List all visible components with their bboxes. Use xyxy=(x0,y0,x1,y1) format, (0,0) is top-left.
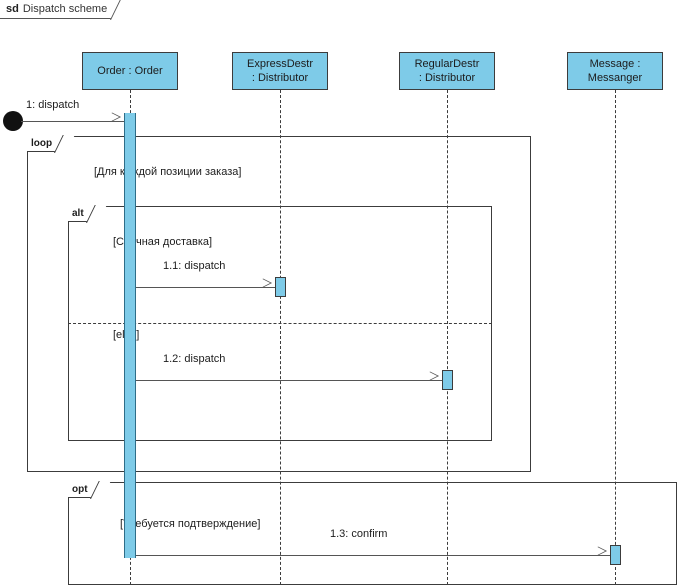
message-1-3-label: 1.3: confirm xyxy=(330,528,388,540)
activation-bar-regulardestr xyxy=(442,370,453,390)
message-1-3-arrowhead-icon xyxy=(597,546,608,556)
message-1-1-label: 1.1: dispatch xyxy=(163,260,226,272)
lifeline-head-order[interactable]: Order : Order xyxy=(82,52,178,90)
message-1-2-label: 1.2: dispatch xyxy=(163,353,226,365)
message-1-label: 1: dispatch xyxy=(26,99,80,111)
frame-tab-clip-icon xyxy=(110,0,135,20)
fragment-loop-operator-tab: loop xyxy=(27,135,75,153)
lifeline-head-messenger[interactable]: Message : Messanger xyxy=(567,52,663,90)
fragment-alt-operator-label: alt xyxy=(72,208,84,219)
fragment-loop[interactable] xyxy=(27,136,531,472)
fragment-loop-guard: [Для каждой позиции заказа] xyxy=(94,166,242,178)
message-1-2-arrowhead-icon xyxy=(429,371,440,381)
lifeline-messenger-line1: Message : xyxy=(589,58,641,70)
lifeline-head-regulardestr[interactable]: RegularDestr : Distributor xyxy=(399,52,495,90)
frame-kind-label: sd xyxy=(6,3,19,15)
message-1-line xyxy=(21,121,124,122)
lifeline-regulardestr-line2: : Distributor xyxy=(418,72,476,84)
lifeline-expressdestr-line2: : Distributor xyxy=(251,72,309,84)
fragment-opt-operator-tab: opt xyxy=(68,481,111,499)
message-1-1-line xyxy=(136,287,275,288)
message-1-3-line xyxy=(136,555,610,556)
frame-title-label: Dispatch scheme xyxy=(22,3,108,15)
fragment-opt-operator-label: opt xyxy=(72,484,88,495)
lifeline-expressdestr-line1: ExpressDestr xyxy=(246,58,314,70)
fragment-opt-guard: [Требуется подтверждение] xyxy=(120,518,261,530)
diagram-frame-label: sd Dispatch scheme xyxy=(0,0,135,20)
fragment-alt-separator xyxy=(68,323,492,324)
message-1-1-arrowhead-icon xyxy=(262,278,273,288)
activation-bar-order xyxy=(124,113,136,558)
message-1-arrowhead-icon xyxy=(111,112,122,122)
activation-bar-expressdestr xyxy=(275,277,286,297)
fragment-alt-operator-tab: alt xyxy=(68,205,107,223)
lifeline-line-regulardestr xyxy=(447,90,448,585)
lifeline-regulardestr-line1: RegularDestr xyxy=(414,58,480,70)
lifeline-messenger-line2: Messanger xyxy=(587,72,643,84)
activation-bar-messenger xyxy=(610,545,621,565)
fragment-loop-operator-label: loop xyxy=(31,138,53,149)
lifeline-order-line1: Order : Order xyxy=(97,65,163,77)
start-node xyxy=(3,111,23,131)
lifeline-line-expressdestr xyxy=(280,90,281,585)
fragment-alt-guard: [Срочная доставка] xyxy=(113,236,213,248)
message-1-2-line xyxy=(136,380,442,381)
lifeline-line-messenger xyxy=(615,90,616,585)
lifeline-head-expressdestr[interactable]: ExpressDestr : Distributor xyxy=(232,52,328,90)
